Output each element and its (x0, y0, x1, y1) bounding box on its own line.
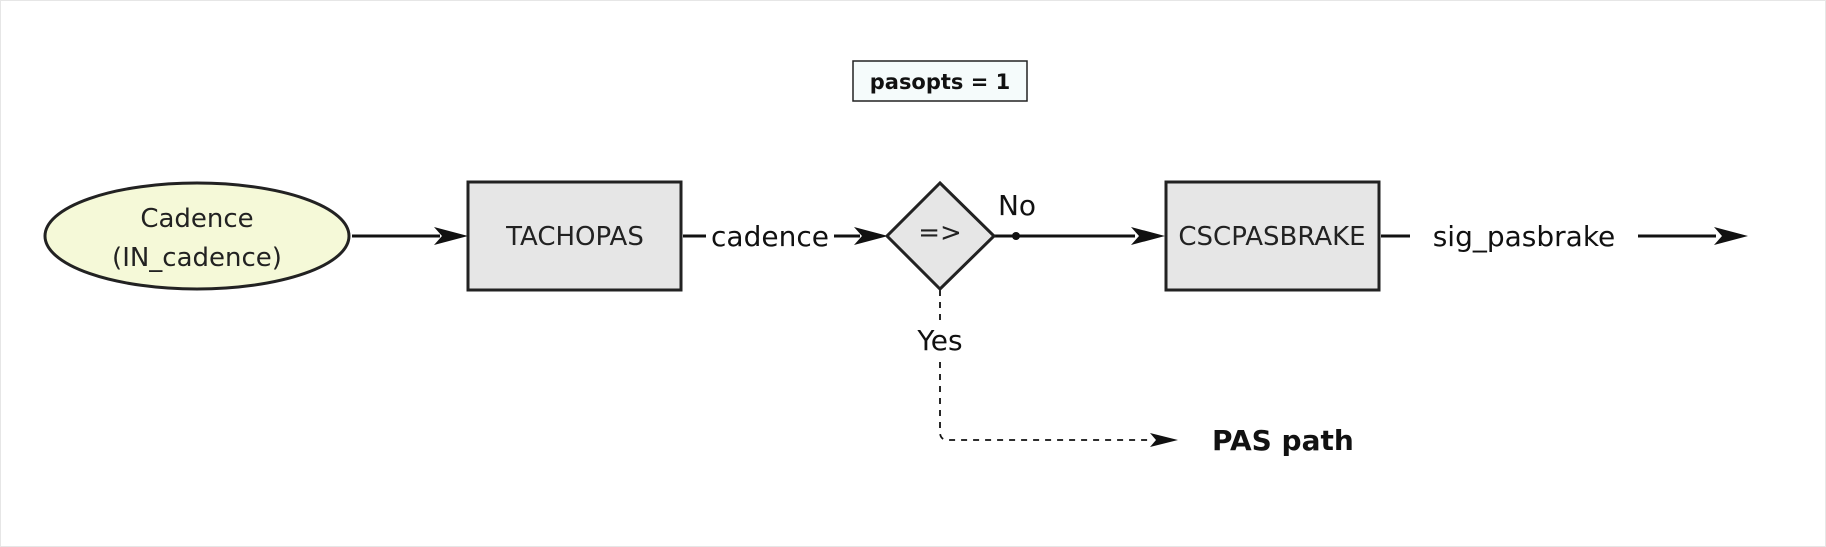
node-cscpasbrake-shape (1164, 180, 1381, 292)
node-cscpasbrake: CSCPASBRAKE (1164, 180, 1381, 292)
condition-label: pasopts = 1 (870, 70, 1011, 94)
arrowhead-icon (1714, 227, 1748, 245)
edge-sig-pasbrake: sig_pasbrake (1381, 216, 1748, 256)
node-cadence-input: Cadence (IN_cadence) (43, 181, 351, 291)
edge-yes-line (939, 290, 1153, 441)
node-cadence-input-shape (43, 181, 351, 291)
node-decision: => (884, 180, 997, 292)
edge-cadence: cadence (683, 216, 888, 256)
edge-cadence-label: cadence (711, 220, 829, 253)
node-decision-label: => (918, 218, 962, 248)
node-decision-shape (884, 180, 997, 292)
edge-no-label: No (998, 189, 1036, 222)
edge-yes-label-bg (912, 323, 968, 359)
edge-yes-label: Yes (916, 324, 962, 357)
edge-input-to-tachopas (352, 227, 468, 245)
edge-sig-pasbrake-label: sig_pasbrake (1433, 220, 1616, 253)
edge-sig-pasbrake-label-bg (1410, 216, 1638, 256)
condition-box: pasopts = 1 (852, 60, 1028, 102)
node-tachopas-shape (466, 180, 683, 292)
edge-no: No (994, 189, 1165, 245)
arrowhead-icon (1131, 227, 1165, 245)
arrowhead-icon (434, 227, 468, 245)
output-pas-path-label: PAS path (1212, 424, 1354, 457)
node-cadence-input-label-line2: (IN_cadence) (112, 243, 282, 273)
condition-box-border (852, 60, 1028, 102)
arrowhead-icon (1150, 433, 1178, 447)
arrowhead-icon (854, 227, 888, 245)
node-cadence-input-label-line1: Cadence (140, 204, 253, 234)
edge-cadence-label-bg (706, 216, 834, 256)
edge-yes: Yes (912, 290, 1178, 447)
node-tachopas: TACHOPAS (466, 180, 683, 292)
node-tachopas-label: TACHOPAS (505, 222, 644, 252)
node-cscpasbrake-label: CSCPASBRAKE (1178, 222, 1365, 252)
edge-no-dot-icon (1012, 232, 1020, 240)
